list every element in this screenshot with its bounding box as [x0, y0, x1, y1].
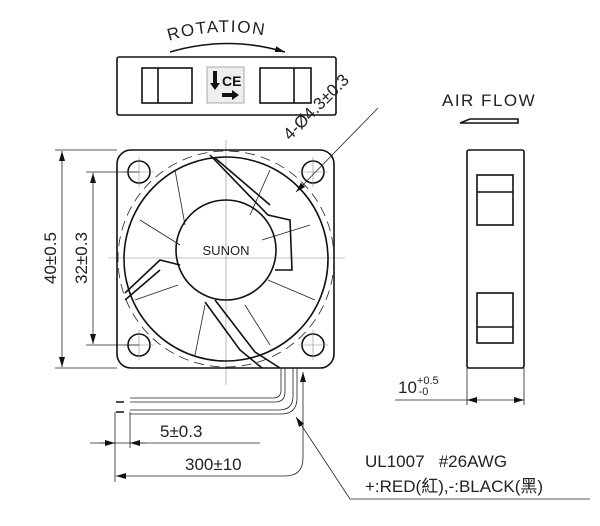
mounting-hole-dimension: 4-Ø4.3±0.3 [279, 70, 352, 143]
side-view: AIR FLOW 10+0.5-0 [395, 91, 536, 405]
hub-label: SUNON [203, 243, 250, 258]
strip-length-dimension: 5±0.3 [160, 422, 202, 441]
top-window-right [259, 67, 312, 104]
airflow-label: AIR FLOW [442, 91, 536, 110]
fan-blades [134, 169, 316, 356]
airflow-arrow-icon [459, 118, 519, 124]
top-frame [116, 56, 337, 116]
lead-length-dimension: 300±10 [185, 455, 242, 474]
struts [124, 154, 293, 369]
ul-ce-logo-icon: CE [206, 66, 245, 104]
side-frame [466, 149, 525, 369]
wire-spec-line1: UL1007 #26AWG [365, 452, 507, 471]
rotation-label: ROTATION [165, 17, 267, 45]
thickness-dimension: 10+0.5-0 [398, 375, 439, 398]
svg-text:CE: CE [222, 73, 241, 89]
top-window-left [141, 67, 193, 104]
rotation-arrow [169, 42, 286, 53]
fan-venturi [123, 156, 329, 362]
wire-spec-line2: +:RED(紅),-:BLACK(黑) [365, 477, 543, 496]
hole-spacing-dimension: 32±0.3 [72, 232, 91, 284]
front-view: SUNON 40±0.5 32±0.3 4-Ø4.3±0.3 [41, 70, 379, 385]
outer-dimension: 40±0.5 [41, 232, 60, 284]
top-view: ROTATION CE [116, 17, 337, 116]
wire-leads: 5±0.3 300±10 UL1007 #26AWG +:RED(紅),-:BL… [90, 368, 590, 500]
fan-hub [175, 199, 277, 301]
